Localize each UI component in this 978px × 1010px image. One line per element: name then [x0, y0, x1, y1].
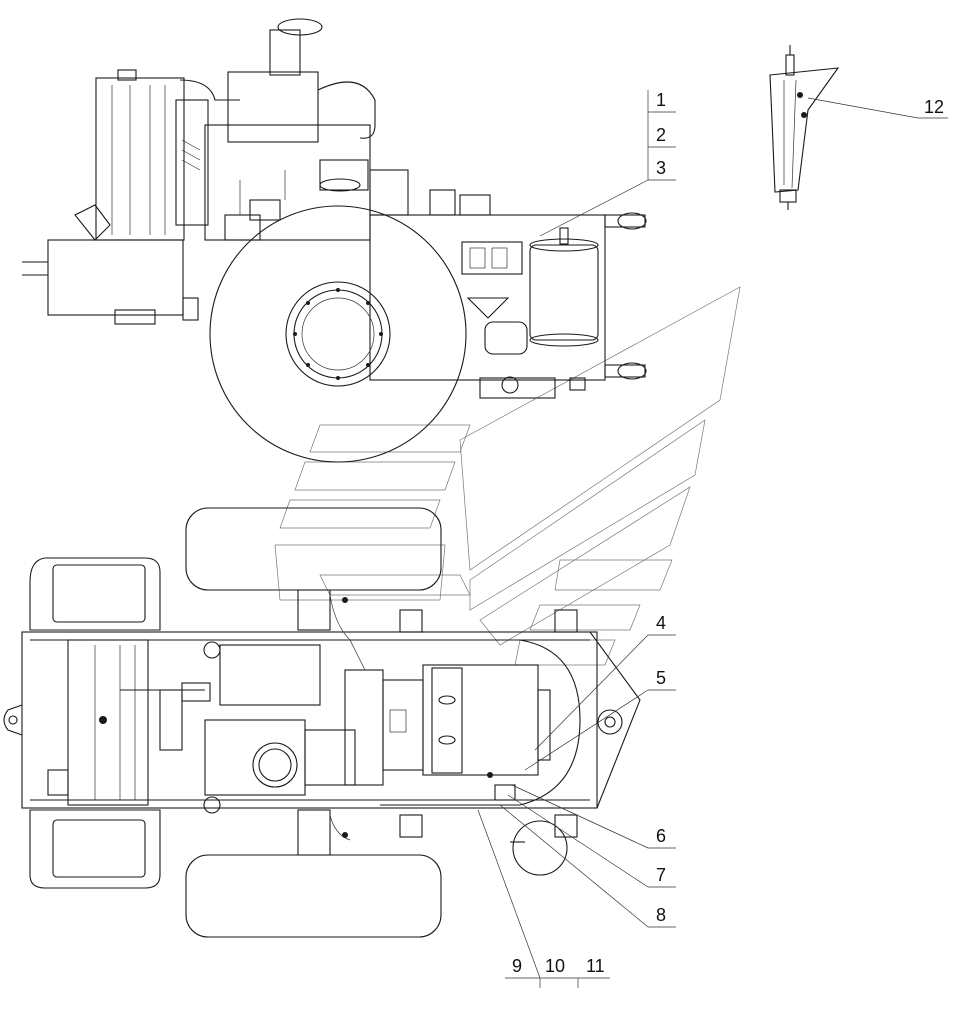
callout-8: 8: [656, 905, 666, 925]
callout-3: 3: [656, 158, 666, 178]
callout-2: 2: [656, 125, 666, 145]
callout-4: 4: [656, 613, 666, 633]
callout-7: 7: [656, 865, 666, 885]
engine: [179, 18, 409, 241]
callout-labels: 1 2 3 4 5 6 7 8 9 10 11 12: [512, 90, 944, 976]
callout-6: 6: [656, 826, 666, 846]
side-elevation-view: [22, 18, 647, 463]
radiator: [95, 69, 209, 241]
watermark-logo: [274, 286, 741, 666]
hydraulic-valve-block: [461, 227, 599, 347]
plan-view: [3, 507, 641, 938]
callout-1: 1: [656, 90, 666, 110]
detail-part-12: [769, 45, 840, 210]
callout-10: 10: [545, 956, 565, 976]
callout-12: 12: [924, 97, 944, 117]
wheel-side: [209, 205, 467, 463]
callout-leaders: [477, 90, 948, 988]
callout-11: 11: [586, 956, 605, 976]
callout-5: 5: [656, 668, 666, 688]
front-counterweight: [22, 204, 199, 325]
main-frame: [369, 189, 647, 399]
callout-9: 9: [512, 956, 522, 976]
